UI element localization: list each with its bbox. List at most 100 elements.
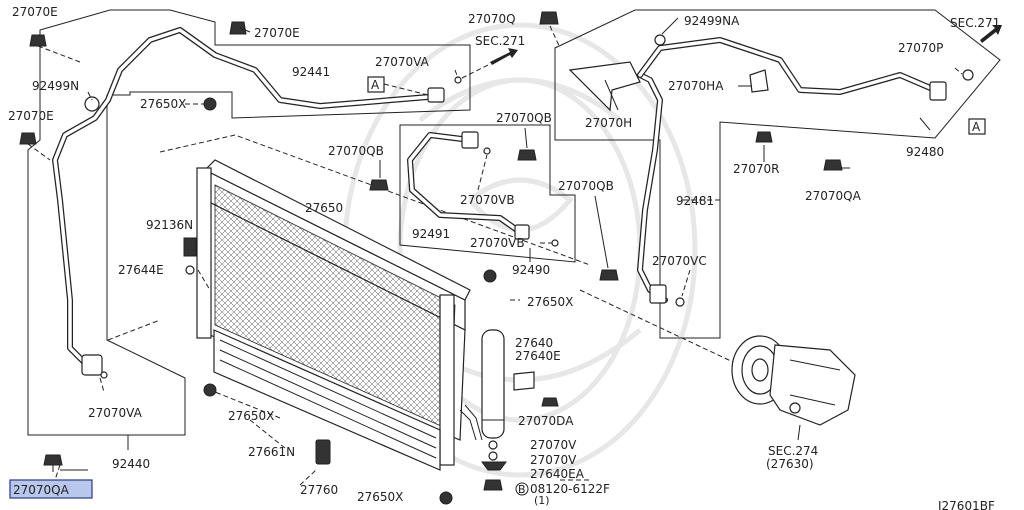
- ref-a-left: A: [367, 76, 429, 96]
- oring-27070VB-a: [483, 147, 491, 155]
- label-27650[interactable]: 27650: [305, 201, 343, 215]
- label-27640E[interactable]: 27640E: [515, 349, 561, 363]
- group-92480-outline: [554, 9, 1001, 339]
- label-92480[interactable]: 92480: [906, 145, 944, 159]
- compressor-sec274: [731, 335, 856, 441]
- grille-27661N: [213, 329, 441, 471]
- label-27070R[interactable]: 27070R: [733, 162, 780, 176]
- label-27070VC[interactable]: 27070VC: [652, 254, 707, 268]
- oring-27070VA-bot: [100, 371, 108, 379]
- label-27070V-a[interactable]: 27070V: [530, 438, 577, 452]
- label-27650X-bot[interactable]: 27650X: [228, 409, 274, 423]
- label-27070E-a[interactable]: 27070E: [12, 5, 58, 19]
- oring-27070V-a: [488, 440, 498, 450]
- group-92490-outline: [399, 124, 576, 263]
- bolt-mark-text: B: [518, 483, 526, 496]
- bolt-mark-circle: [515, 482, 529, 496]
- label-27661N[interactable]: 27661N: [248, 445, 295, 459]
- pipe-92481: [637, 37, 947, 304]
- hose-92491: [407, 131, 530, 240]
- label-sec274[interactable]: SEC.274: [768, 444, 818, 458]
- bolt-27070QB-a: [369, 179, 389, 191]
- label-27070E-c[interactable]: 27070E: [8, 109, 54, 123]
- bolt-27070QB-c: [599, 269, 619, 281]
- bracket-27070H: [568, 61, 641, 112]
- label-27070QA-highlight[interactable]: 27070QA: [13, 483, 70, 497]
- condenser-dash-outline: [107, 103, 591, 486]
- bolt-27070QB-b: [517, 149, 537, 161]
- label-sec274-sub: (27630): [766, 457, 814, 471]
- label-27650X-top[interactable]: 27650X: [140, 97, 186, 111]
- mount-27650X-mid: [483, 269, 497, 283]
- label-27070Q[interactable]: 27070Q: [468, 12, 516, 26]
- clip-27070E-a: [29, 34, 47, 47]
- label-bolt-qty: (1): [534, 494, 550, 507]
- clip-27070E-c: [19, 132, 37, 145]
- label-92499N[interactable]: 92499N: [32, 79, 79, 93]
- clip-27070E-b: [229, 21, 247, 35]
- label-27070E-b[interactable]: 27070E: [254, 26, 300, 40]
- sec271-arrow-left: [461, 48, 518, 79]
- label-sec271-a[interactable]: SEC.271: [475, 34, 525, 48]
- mount-27650X-bot: [203, 383, 217, 397]
- receiver-drier-27640: [459, 329, 559, 491]
- label-92490[interactable]: 92490: [512, 263, 550, 277]
- label-92136N[interactable]: 92136N: [146, 218, 193, 232]
- oring-27070VA-top: [454, 76, 462, 84]
- oring-27070V-b: [488, 451, 498, 461]
- label-bolt-08120[interactable]: 08120-6122F: [530, 482, 610, 496]
- label-27070VB-a[interactable]: 27070VB: [460, 193, 515, 207]
- mount-27650X-top: [203, 97, 217, 111]
- ref-a-right: A: [968, 118, 986, 135]
- bolt-27070Q: [539, 11, 559, 25]
- oring-27070VC: [675, 297, 685, 307]
- label-27070VA-top[interactable]: 27070VA: [375, 55, 430, 69]
- label-92481[interactable]: 92481: [676, 194, 714, 208]
- oring-27070P: [962, 69, 974, 81]
- label-27070P[interactable]: 27070P: [898, 41, 943, 55]
- label-27760[interactable]: 27760: [300, 483, 338, 497]
- sensor-92136N: [183, 237, 197, 257]
- label-92440[interactable]: 92440: [112, 457, 150, 471]
- label-27070QB-c[interactable]: 27070QB: [558, 179, 614, 193]
- ref-a-right-text: A: [972, 120, 981, 134]
- label-27070HA[interactable]: 27070HA: [668, 79, 724, 93]
- label-27070VA-bot[interactable]: 27070VA: [88, 406, 143, 420]
- ref-a-left-text: A: [371, 78, 380, 92]
- part-labels: 27070E 27070E 27070E 92499N 92441 27070V…: [8, 5, 1000, 510]
- label-27070H[interactable]: 27070H: [585, 116, 632, 130]
- highlight-27070QA[interactable]: [9, 479, 93, 499]
- label-27070QB-a[interactable]: 27070QB: [328, 144, 384, 158]
- cap-27640EA: [481, 461, 507, 471]
- label-27644E[interactable]: 27644E: [118, 263, 164, 277]
- bracket-27640E: [513, 371, 535, 391]
- label-27070QB-b[interactable]: 27070QB: [496, 111, 552, 125]
- label-27070QA-right[interactable]: 27070QA: [805, 189, 862, 203]
- grommet-92499NA: [654, 34, 666, 46]
- label-27070DA[interactable]: 27070DA: [518, 414, 574, 428]
- bolt-27070DA: [541, 397, 559, 407]
- pipe-fitting-lower: [81, 354, 103, 376]
- bolt-27070QA-right: [823, 159, 843, 171]
- label-27640EA[interactable]: 27640EA: [530, 467, 585, 481]
- group-92440-outline: [27, 9, 471, 436]
- leaders-right: [549, 17, 963, 481]
- diagram-code: J27601BF: [937, 499, 995, 510]
- label-27640[interactable]: 27640: [515, 336, 553, 350]
- label-27650X-mid[interactable]: 27650X: [527, 295, 573, 309]
- mount-27650X-lowest: [439, 491, 453, 505]
- label-92491[interactable]: 92491: [412, 227, 450, 241]
- condenser-left-tank: [196, 167, 212, 339]
- label-27070VB-b[interactable]: 27070VB: [470, 236, 525, 250]
- label-27650X-lowest[interactable]: 27650X: [357, 490, 403, 504]
- label-27070V-b[interactable]: 27070V: [530, 453, 577, 467]
- leaders-left: [27, 27, 459, 471]
- part-27760: [315, 439, 331, 465]
- sec271-arrow-right: [980, 25, 1002, 43]
- label-sec271-b[interactable]: SEC.271: [950, 16, 1000, 30]
- label-92441[interactable]: 92441: [292, 65, 330, 79]
- clip-27070HA: [749, 69, 769, 93]
- label-92499NA[interactable]: 92499NA: [684, 14, 740, 28]
- leaders-92490: [379, 127, 609, 269]
